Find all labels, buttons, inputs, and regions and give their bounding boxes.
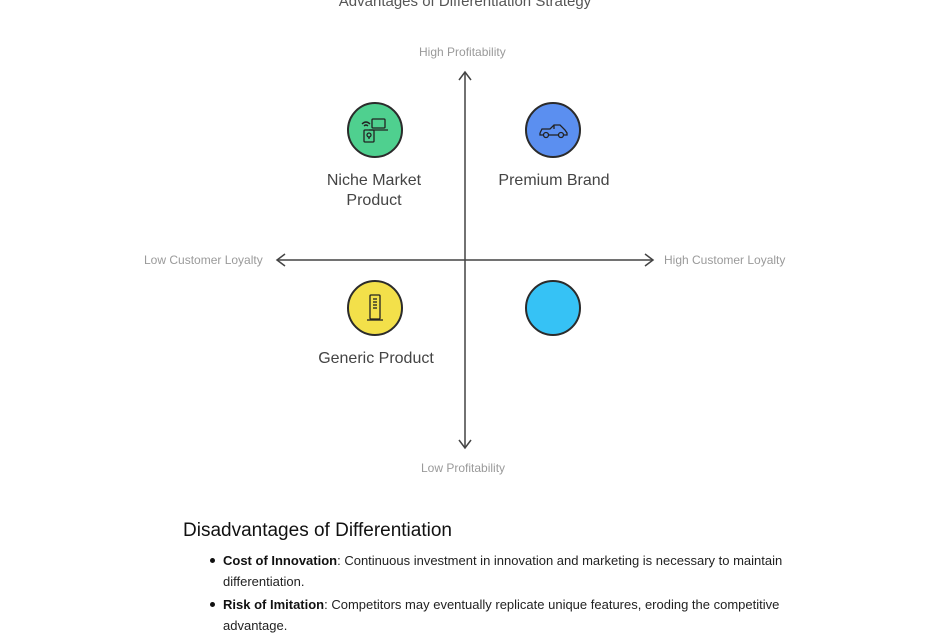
tech-devices-icon [361, 118, 388, 143]
unlabeled-quadrant-circle [525, 280, 581, 336]
y-axis-top-label: High Profitability [419, 45, 506, 59]
list-item-term: Cost of Innovation [223, 553, 338, 568]
x-axis-left-label: Low Customer Loyalty [144, 253, 263, 267]
premium-brand-label: Premium Brand [498, 172, 610, 189]
section-heading: Disadvantages of Differentiation [183, 520, 452, 541]
quadrant-axes [275, 70, 655, 450]
list-item-term: Risk of Imitation [223, 597, 325, 612]
disadvantages-section: Disadvantages of Differentiation Cost of… [183, 520, 783, 638]
list-item-text: : Continuous investment in innovation an… [223, 553, 783, 589]
server-tower-icon [367, 294, 383, 321]
x-axis-right-label: High Customer Loyalty [664, 253, 786, 267]
diagram-title: Advantages of Differentiation Strategy [338, 0, 592, 10]
disadvantages-list: Cost of Innovation: Continuous investmen… [183, 550, 783, 636]
y-axis-bottom-label: Low Profitability [421, 461, 506, 475]
list-item: Cost of Innovation: Continuous investmen… [210, 550, 783, 592]
generic-product-circle [347, 280, 403, 336]
premium-brand-circle [525, 102, 581, 158]
list-item: Risk of Imitation: Competitors may event… [210, 594, 783, 636]
niche-market-circle [347, 102, 403, 158]
car-icon [539, 124, 568, 139]
generic-product-label: Generic Product [318, 350, 434, 367]
